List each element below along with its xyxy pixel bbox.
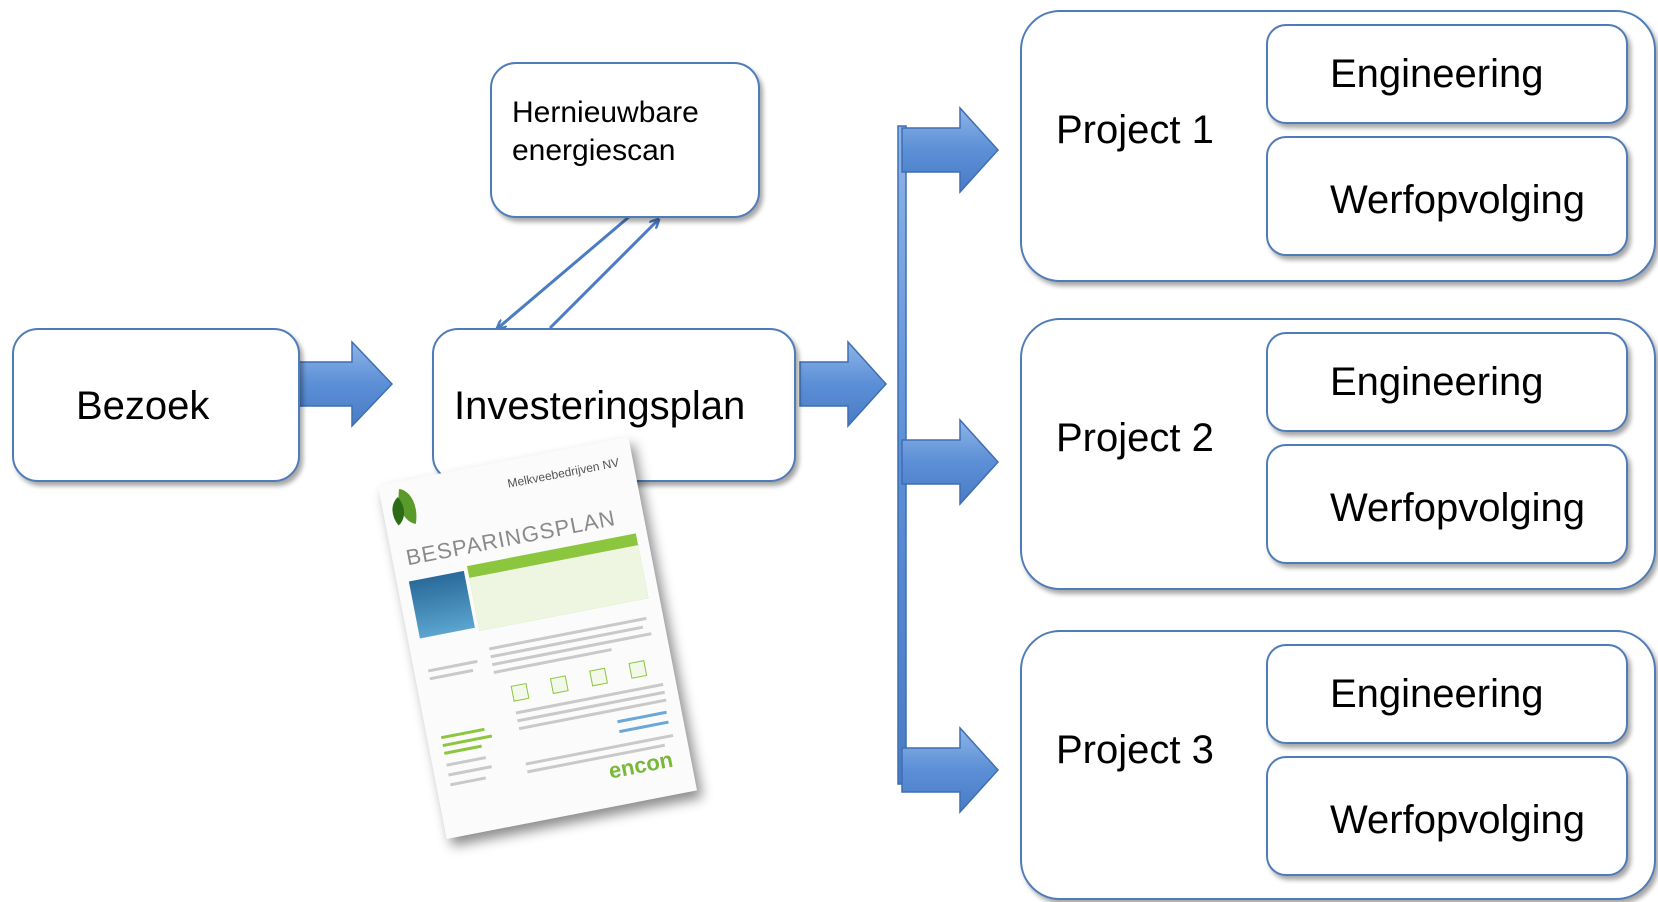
arrow-to-project-3 <box>901 726 1000 814</box>
project-1-werfopvolging-label: Werfopvolging <box>1330 178 1585 222</box>
document-list-line <box>448 765 492 777</box>
scan-label: Hernieuwbare energiescan <box>512 96 699 167</box>
arrow-to-project-1 <box>901 106 1000 194</box>
document-list-line <box>444 744 482 755</box>
project-3-engineering-box: Engineering <box>1266 644 1628 744</box>
scan-box: Hernieuwbare energiescan <box>490 62 760 218</box>
document-company: Melkveebedrijven NV <box>506 455 621 491</box>
project-2-engineering-label: Engineering <box>1330 360 1544 404</box>
project-2-title: Project 2 <box>1056 416 1214 460</box>
project-3-engineering-label: Engineering <box>1330 672 1544 716</box>
hub-bar <box>897 125 907 785</box>
document-chart-icon <box>549 675 569 695</box>
document-list-line <box>446 756 487 767</box>
project-2-box: Project 2 Engineering Werfopvolging <box>1020 318 1656 590</box>
project-1-engineering-label: Engineering <box>1330 52 1544 96</box>
project-2-engineering-box: Engineering <box>1266 332 1628 432</box>
project-3-title: Project 3 <box>1056 728 1214 772</box>
arrow-investeringsplan-to-scan <box>548 220 658 330</box>
arrow-investeringsplan-to-hub <box>799 340 888 428</box>
project-2-werfopvolging-label: Werfopvolging <box>1330 486 1585 530</box>
bezoek-box: Bezoek <box>12 328 300 482</box>
project-1-box: Project 1 Engineering Werfopvolging <box>1020 10 1656 282</box>
arrow-bezoek-to-investeringsplan <box>287 340 394 428</box>
project-1-werfopvolging-box: Werfopvolging <box>1266 136 1628 256</box>
besparingsplan-document-image: Melkveebedrijven NV BESPARINGSPLAN encon <box>377 436 698 840</box>
bezoek-label: Bezoek <box>76 384 210 428</box>
arrow-scan-to-investeringsplan <box>498 214 631 328</box>
project-2-werfopvolging-box: Werfopvolging <box>1266 444 1628 564</box>
project-3-werfopvolging-box: Werfopvolging <box>1266 756 1628 876</box>
project-3-box: Project 3 Engineering Werfopvolging <box>1020 630 1656 900</box>
document-chart-icon <box>628 660 648 679</box>
document-link-line <box>619 720 669 734</box>
project-1-title: Project 1 <box>1056 108 1214 152</box>
document-photo-panel <box>408 570 475 639</box>
document-chart-icon <box>510 682 530 702</box>
document-list-line <box>450 776 487 787</box>
document-chart-icon <box>589 667 608 687</box>
investeringsplan-label: Investeringsplan <box>454 384 746 428</box>
arrow-to-project-2 <box>901 418 1000 506</box>
document-table-line <box>515 682 664 715</box>
project-1-engineering-box: Engineering <box>1266 24 1628 124</box>
project-3-werfopvolging-label: Werfopvolging <box>1330 798 1585 842</box>
